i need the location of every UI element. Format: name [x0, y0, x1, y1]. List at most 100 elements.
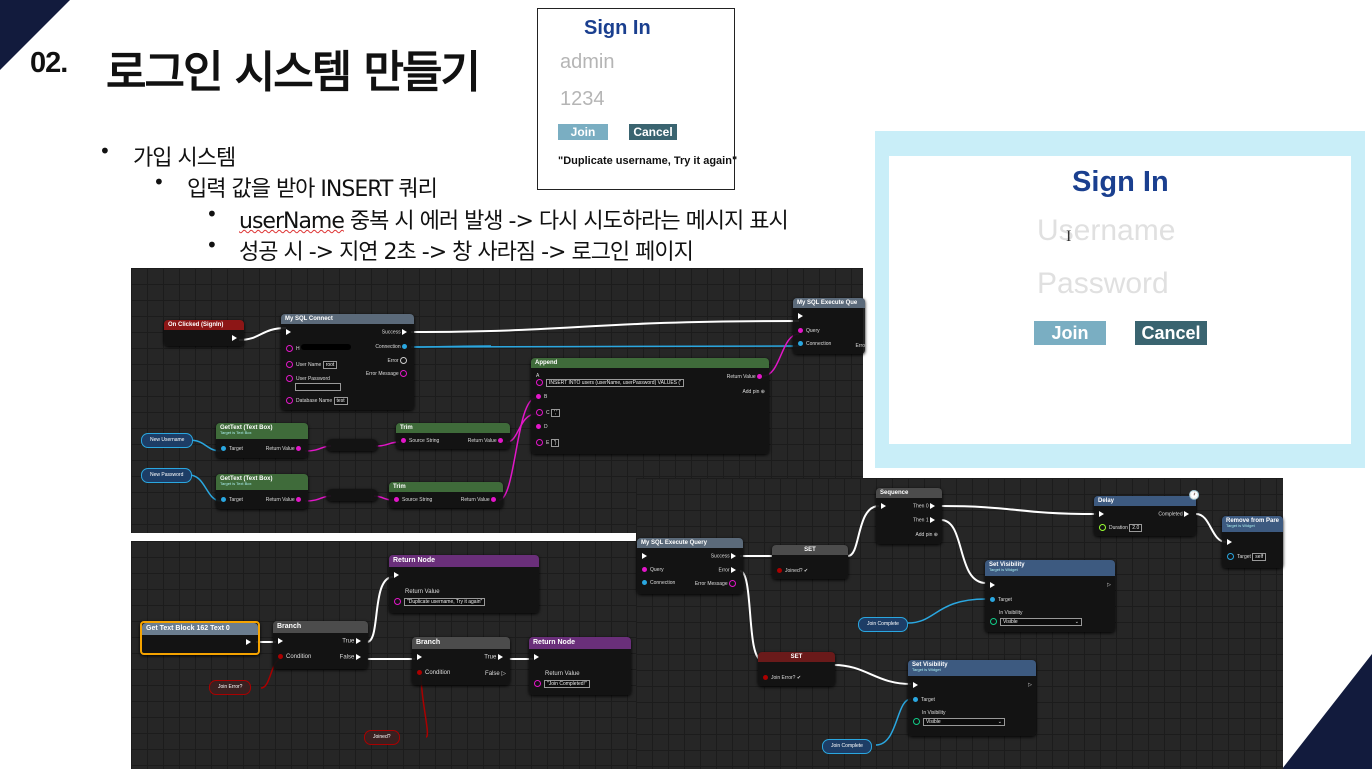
pin-source-string[interactable]: Source String	[394, 497, 432, 503]
event-node-on-clicked[interactable]: On Clicked (SignIn)	[164, 320, 244, 346]
pin-connection[interactable]: Connection	[798, 341, 831, 347]
join-button[interactable]: Join	[1034, 321, 1106, 345]
exec-output-pin[interactable]	[246, 639, 254, 646]
pin-return-value[interactable]: Return Value	[266, 446, 304, 452]
node-return-1[interactable]: Return Node Return Value "Duplicate user…	[389, 555, 539, 613]
node-set-join-error[interactable]: SET Join Error? ✔	[758, 652, 835, 686]
reroute-node[interactable]	[326, 489, 378, 501]
node-append[interactable]: Append A INSERT INTO users (userName, us…	[531, 358, 769, 454]
pin-a[interactable]: INSERT INTO users (userName, userPasswor…	[536, 379, 685, 387]
node-get-text-block[interactable]: Get Text Block 162 Text 0	[140, 621, 260, 655]
pin-d[interactable]: D	[536, 424, 548, 430]
exec-input-pin[interactable]	[881, 503, 889, 509]
pin-database-name[interactable]: Database Name test	[286, 397, 348, 405]
pin-target[interactable]: Target	[913, 697, 935, 703]
variable-join-complete[interactable]: Join Complete	[858, 617, 908, 632]
pin-h[interactable]: H	[286, 344, 351, 353]
pin-return-value[interactable]: Return Value	[727, 374, 765, 380]
pin-true[interactable]: True	[484, 654, 506, 661]
exec-input-pin[interactable]	[286, 329, 294, 335]
exec-output-pin[interactable]	[232, 335, 240, 341]
node-branch-2[interactable]: Branch Condition True False ▷	[412, 637, 510, 685]
username-field[interactable]: admin	[560, 51, 615, 73]
pin-e[interactable]: E ')	[536, 439, 560, 447]
pin-connection[interactable]: Connection	[375, 344, 410, 350]
node-gettext-password[interactable]: GetText (Text Box)Target is Text Box Tar…	[216, 474, 308, 509]
pin-c[interactable]: C ','	[536, 409, 561, 417]
add-pin-button[interactable]: Add pin ⊕	[742, 389, 765, 395]
pin-target[interactable]: Target self	[1227, 553, 1267, 561]
pin-joined[interactable]: Joined? ✔	[777, 568, 808, 574]
node-delay[interactable]: Delay 🕐 Duration 2.0 Completed	[1094, 490, 1200, 536]
return-value-field[interactable]: "Join Completed!"	[534, 680, 590, 689]
pin-query[interactable]: Query	[642, 567, 664, 573]
cancel-button[interactable]: Cancel	[629, 124, 677, 140]
pin-then0[interactable]: Then 0	[913, 503, 938, 509]
pin-target[interactable]: Target	[221, 497, 243, 503]
pin-user-password[interactable]: User Password	[286, 375, 330, 382]
password-input[interactable]: Password	[1037, 267, 1169, 300]
pin-duration[interactable]: Duration 2.0	[1099, 524, 1143, 532]
pin-join-error[interactable]: Join Error? ✔	[763, 675, 801, 681]
pin-target[interactable]: Target	[221, 446, 243, 452]
pin-condition[interactable]: Condition	[278, 654, 311, 660]
password-box[interactable]	[295, 383, 341, 391]
node-trim-username[interactable]: Trim Source String Return Value	[396, 423, 510, 449]
exec-input-pin[interactable]	[990, 582, 998, 588]
pin-error[interactable]: Error	[718, 567, 739, 573]
exec-input-pin[interactable]	[278, 638, 286, 645]
pin-then1[interactable]: Then 1	[913, 517, 938, 523]
pin-condition[interactable]: Condition	[417, 670, 450, 676]
exec-input-pin[interactable]	[798, 313, 806, 319]
pin-error[interactable]: Erro	[855, 343, 865, 349]
variable-join-complete[interactable]: Join Complete	[822, 739, 872, 754]
pin-target[interactable]: Target	[990, 597, 1012, 603]
visibility-dropdown[interactable]: Visible⌄	[913, 718, 1005, 726]
password-field[interactable]: 1234	[560, 88, 605, 110]
node-mysql-connect[interactable]: My SQL Connect H User Name root User Pas…	[281, 314, 414, 410]
pin-return-value[interactable]: Return Value	[266, 497, 304, 503]
node-gettext-username[interactable]: GetText (Text Box)Target is Text Box Tar…	[216, 423, 308, 458]
add-pin-button[interactable]: Add pin ⊕	[915, 532, 938, 538]
pin-b[interactable]: B	[536, 394, 547, 400]
pin-success[interactable]: Success	[382, 329, 410, 335]
variable-join-error[interactable]: Join Error?	[209, 680, 252, 695]
return-value-field[interactable]: "Duplicate username, Try it again"	[394, 598, 486, 607]
visibility-dropdown[interactable]: Visible⌄	[990, 618, 1082, 626]
pin-return-value[interactable]: Return Value	[468, 438, 506, 444]
exec-input-pin[interactable]	[913, 682, 921, 688]
pin-completed[interactable]: Completed	[1158, 511, 1192, 517]
node-return-2[interactable]: Return Node Return Value "Join Completed…	[529, 637, 631, 695]
pin-error-message[interactable]: Error Message	[695, 580, 739, 587]
exec-input-pin[interactable]	[1227, 539, 1235, 545]
pin-error-message[interactable]: Error Message	[366, 370, 410, 377]
join-button[interactable]: Join	[558, 124, 608, 140]
pin-return-value[interactable]: Return Value	[461, 497, 499, 503]
pin-false[interactable]: False ▷	[485, 671, 506, 677]
exec-input-pin[interactable]	[534, 654, 542, 661]
exec-input-pin[interactable]	[642, 553, 650, 559]
node-branch-1[interactable]: Branch Condition True False	[273, 621, 368, 669]
node-sequence[interactable]: Sequence Then 0 Then 1 Add pin ⊕	[876, 488, 942, 544]
node-set-joined[interactable]: SET Joined? ✔	[772, 545, 848, 579]
pin-error[interactable]: Error	[387, 357, 410, 364]
exec-input-pin[interactable]	[1099, 511, 1107, 517]
pin-true[interactable]: True	[342, 638, 364, 645]
pin-query[interactable]: Query	[798, 328, 820, 334]
node-mysql-execute-query[interactable]: My SQL Execute Query Query Connection Su…	[637, 538, 743, 594]
pin-false[interactable]: False	[340, 654, 364, 661]
variable-joined[interactable]: Joined?	[364, 730, 400, 745]
exec-input-pin[interactable]	[417, 654, 425, 661]
cancel-button[interactable]: Cancel	[1135, 321, 1207, 345]
pin-success[interactable]: Success	[711, 553, 739, 559]
username-input[interactable]: Username	[1037, 214, 1176, 247]
variable-new-password[interactable]: New Password	[141, 468, 193, 483]
node-trim-password[interactable]: Trim Source String Return Value	[389, 482, 503, 508]
pin-source-string[interactable]: Source String	[401, 438, 439, 444]
exec-output-pin[interactable]: ▷	[1107, 582, 1111, 588]
exec-input-pin[interactable]	[394, 572, 402, 579]
reroute-node[interactable]	[326, 439, 378, 451]
